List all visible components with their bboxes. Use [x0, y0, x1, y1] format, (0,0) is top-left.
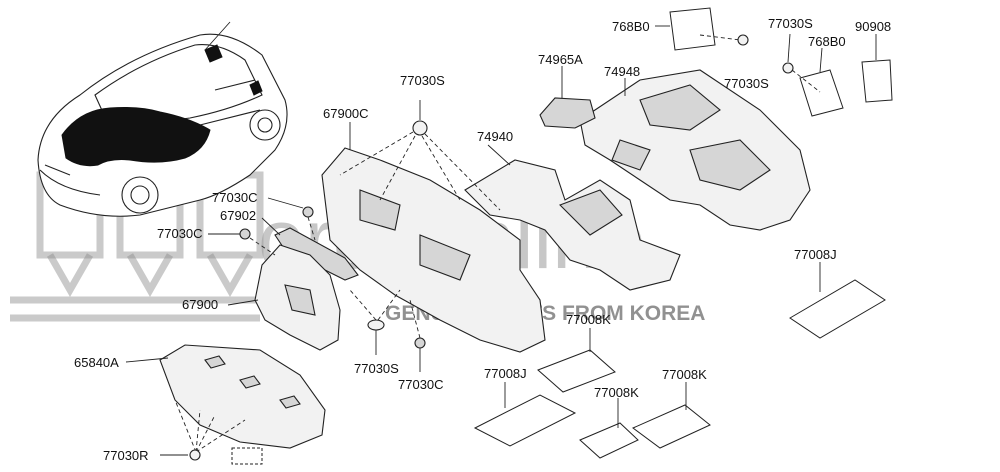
- label-74940: 74940: [477, 129, 513, 144]
- part-labels: 768B0 77030S 90908 768B0 77030S 74965A 7…: [74, 16, 891, 463]
- label-77030C-low: 77030C: [398, 377, 444, 392]
- clips-77030C: [208, 197, 426, 372]
- label-768B0-right: 768B0: [808, 34, 846, 49]
- clip-77030S-low: [349, 289, 401, 355]
- label-77030S-top: 77030S: [768, 16, 813, 31]
- sheet-77008K-right: [632, 382, 711, 449]
- sheet-77008J-right: [789, 262, 886, 339]
- label-67900: 67900: [182, 297, 218, 312]
- part-67900C-dash-insulator: [321, 100, 546, 353]
- label-67900C: 67900C: [323, 106, 369, 121]
- label-74948: 74948: [604, 64, 640, 79]
- label-77030S-low: 77030S: [354, 361, 399, 376]
- label-77008K-low: 77008K: [594, 385, 639, 400]
- part-74965A: [539, 66, 596, 129]
- part-90908: [861, 34, 893, 103]
- part-768B0-right: [782, 33, 844, 117]
- sheet-77008K-low: [579, 398, 639, 459]
- part-74940-front-carpet: [464, 144, 681, 291]
- part-65840A-hood-insulator: [125, 344, 326, 465]
- label-77030C-a: 77030C: [212, 190, 258, 205]
- label-77008J-right: 77008J: [794, 247, 837, 262]
- label-67902: 67902: [220, 208, 256, 223]
- sheet-77008J-low: [473, 382, 577, 447]
- label-77008K-right: 77008K: [662, 367, 707, 382]
- car-illustration: [37, 21, 288, 217]
- label-77030R: 77030R: [103, 448, 149, 463]
- label-77030C-b: 77030C: [157, 226, 203, 241]
- label-77030S-mid: 77030S: [400, 73, 445, 88]
- label-74965A: 74965A: [538, 52, 583, 67]
- label-768B0-top: 768B0: [612, 19, 650, 34]
- label-77008J-low: 77008J: [484, 366, 527, 381]
- label-77008K-mid: 77008K: [566, 312, 611, 327]
- part-768B0-top: [655, 7, 749, 51]
- sheet-77008K-mid: [537, 328, 616, 393]
- label-90908: 90908: [855, 19, 891, 34]
- part-67900-insulator: [227, 244, 341, 351]
- label-65840A: 65840A: [74, 355, 119, 370]
- part-74948-floor-carpet: [579, 69, 811, 231]
- label-77030S-right: 77030S: [724, 76, 769, 91]
